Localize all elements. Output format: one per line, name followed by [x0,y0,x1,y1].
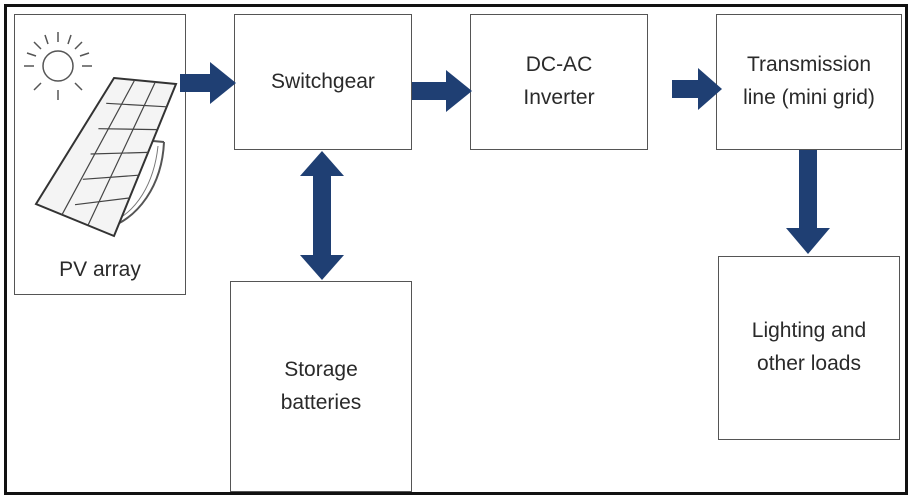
loads-block: Lighting and other loads [718,256,900,440]
transmission-line-block: Transmission line (mini grid) [716,14,902,150]
storage-batteries-block: Storage batteries [230,281,412,492]
inverter-label: DC-AC Inverter [523,53,595,109]
pv-array-label: PV array [59,258,141,281]
sun-icon [24,32,92,100]
switchgear-label: Switchgear [271,69,375,93]
inverter-block: DC-AC Inverter [470,14,648,150]
storage-batteries-label: Storage batteries [280,357,362,414]
transmission-line-label: Transmission line (mini grid) [743,53,875,109]
loads-label: Lighting and other loads [751,319,867,375]
solar-panel-icon [34,76,178,238]
switchgear-block: Switchgear [234,14,412,150]
solar-panel-with-sun-icon [24,32,178,238]
